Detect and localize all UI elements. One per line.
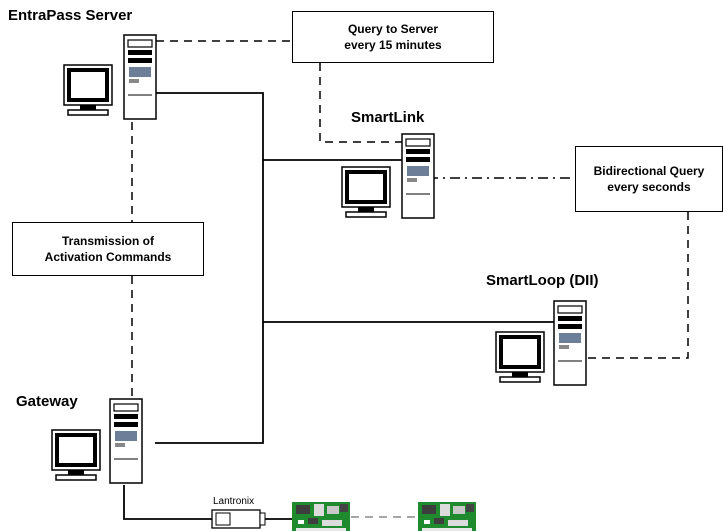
lantronix-label: Lantronix [213, 496, 255, 507]
transmission-note-line-2: Activation Commands [44, 250, 172, 264]
gateway-server-tower-icon [109, 398, 143, 484]
smartlink-label: SmartLink [351, 109, 425, 126]
transmission-note: Transmission of Activation Commands [12, 222, 204, 276]
smartlink-server-tower-icon [401, 133, 435, 219]
entrapass-server-tower-icon [123, 34, 157, 120]
link-entrapass-backbone [155, 92, 264, 444]
smartloop-label: SmartLoop (DII) [486, 272, 599, 289]
gateway-computer-icon [50, 428, 102, 482]
controller-board-icon [292, 502, 350, 531]
smartloop-computer-icon [494, 330, 546, 384]
entrapass-server-label: EntraPass Server [8, 7, 133, 24]
bidirectional-note-line-2: every seconds [607, 180, 691, 194]
query-links [131, 40, 689, 518]
smartlink-computer-icon [340, 165, 392, 219]
dash-query-smartlink [319, 63, 402, 143]
smartloop-server-tower-icon [553, 300, 587, 386]
transmission-note-line-1: Transmission of [61, 234, 155, 248]
dash-bidirectional-smartloop [586, 212, 689, 359]
bidirectional-note-line-1: Bidirectional Query [593, 164, 705, 178]
query-to-server-note: Query to Server every 15 minutes [292, 11, 494, 63]
query-note-line-1: Query to Server [347, 22, 439, 36]
bidirectional-query-note: Bidirectional Query every seconds [575, 146, 723, 212]
link-gateway-lantronix [123, 485, 212, 520]
query-note-line-2: every 15 minutes [344, 38, 442, 52]
gateway-label: Gateway [16, 393, 78, 410]
network-links [123, 92, 554, 520]
entrapass-computer-icon [62, 63, 114, 117]
lantronix-device-server-icon [211, 509, 266, 529]
controller-board-icon [418, 502, 476, 531]
